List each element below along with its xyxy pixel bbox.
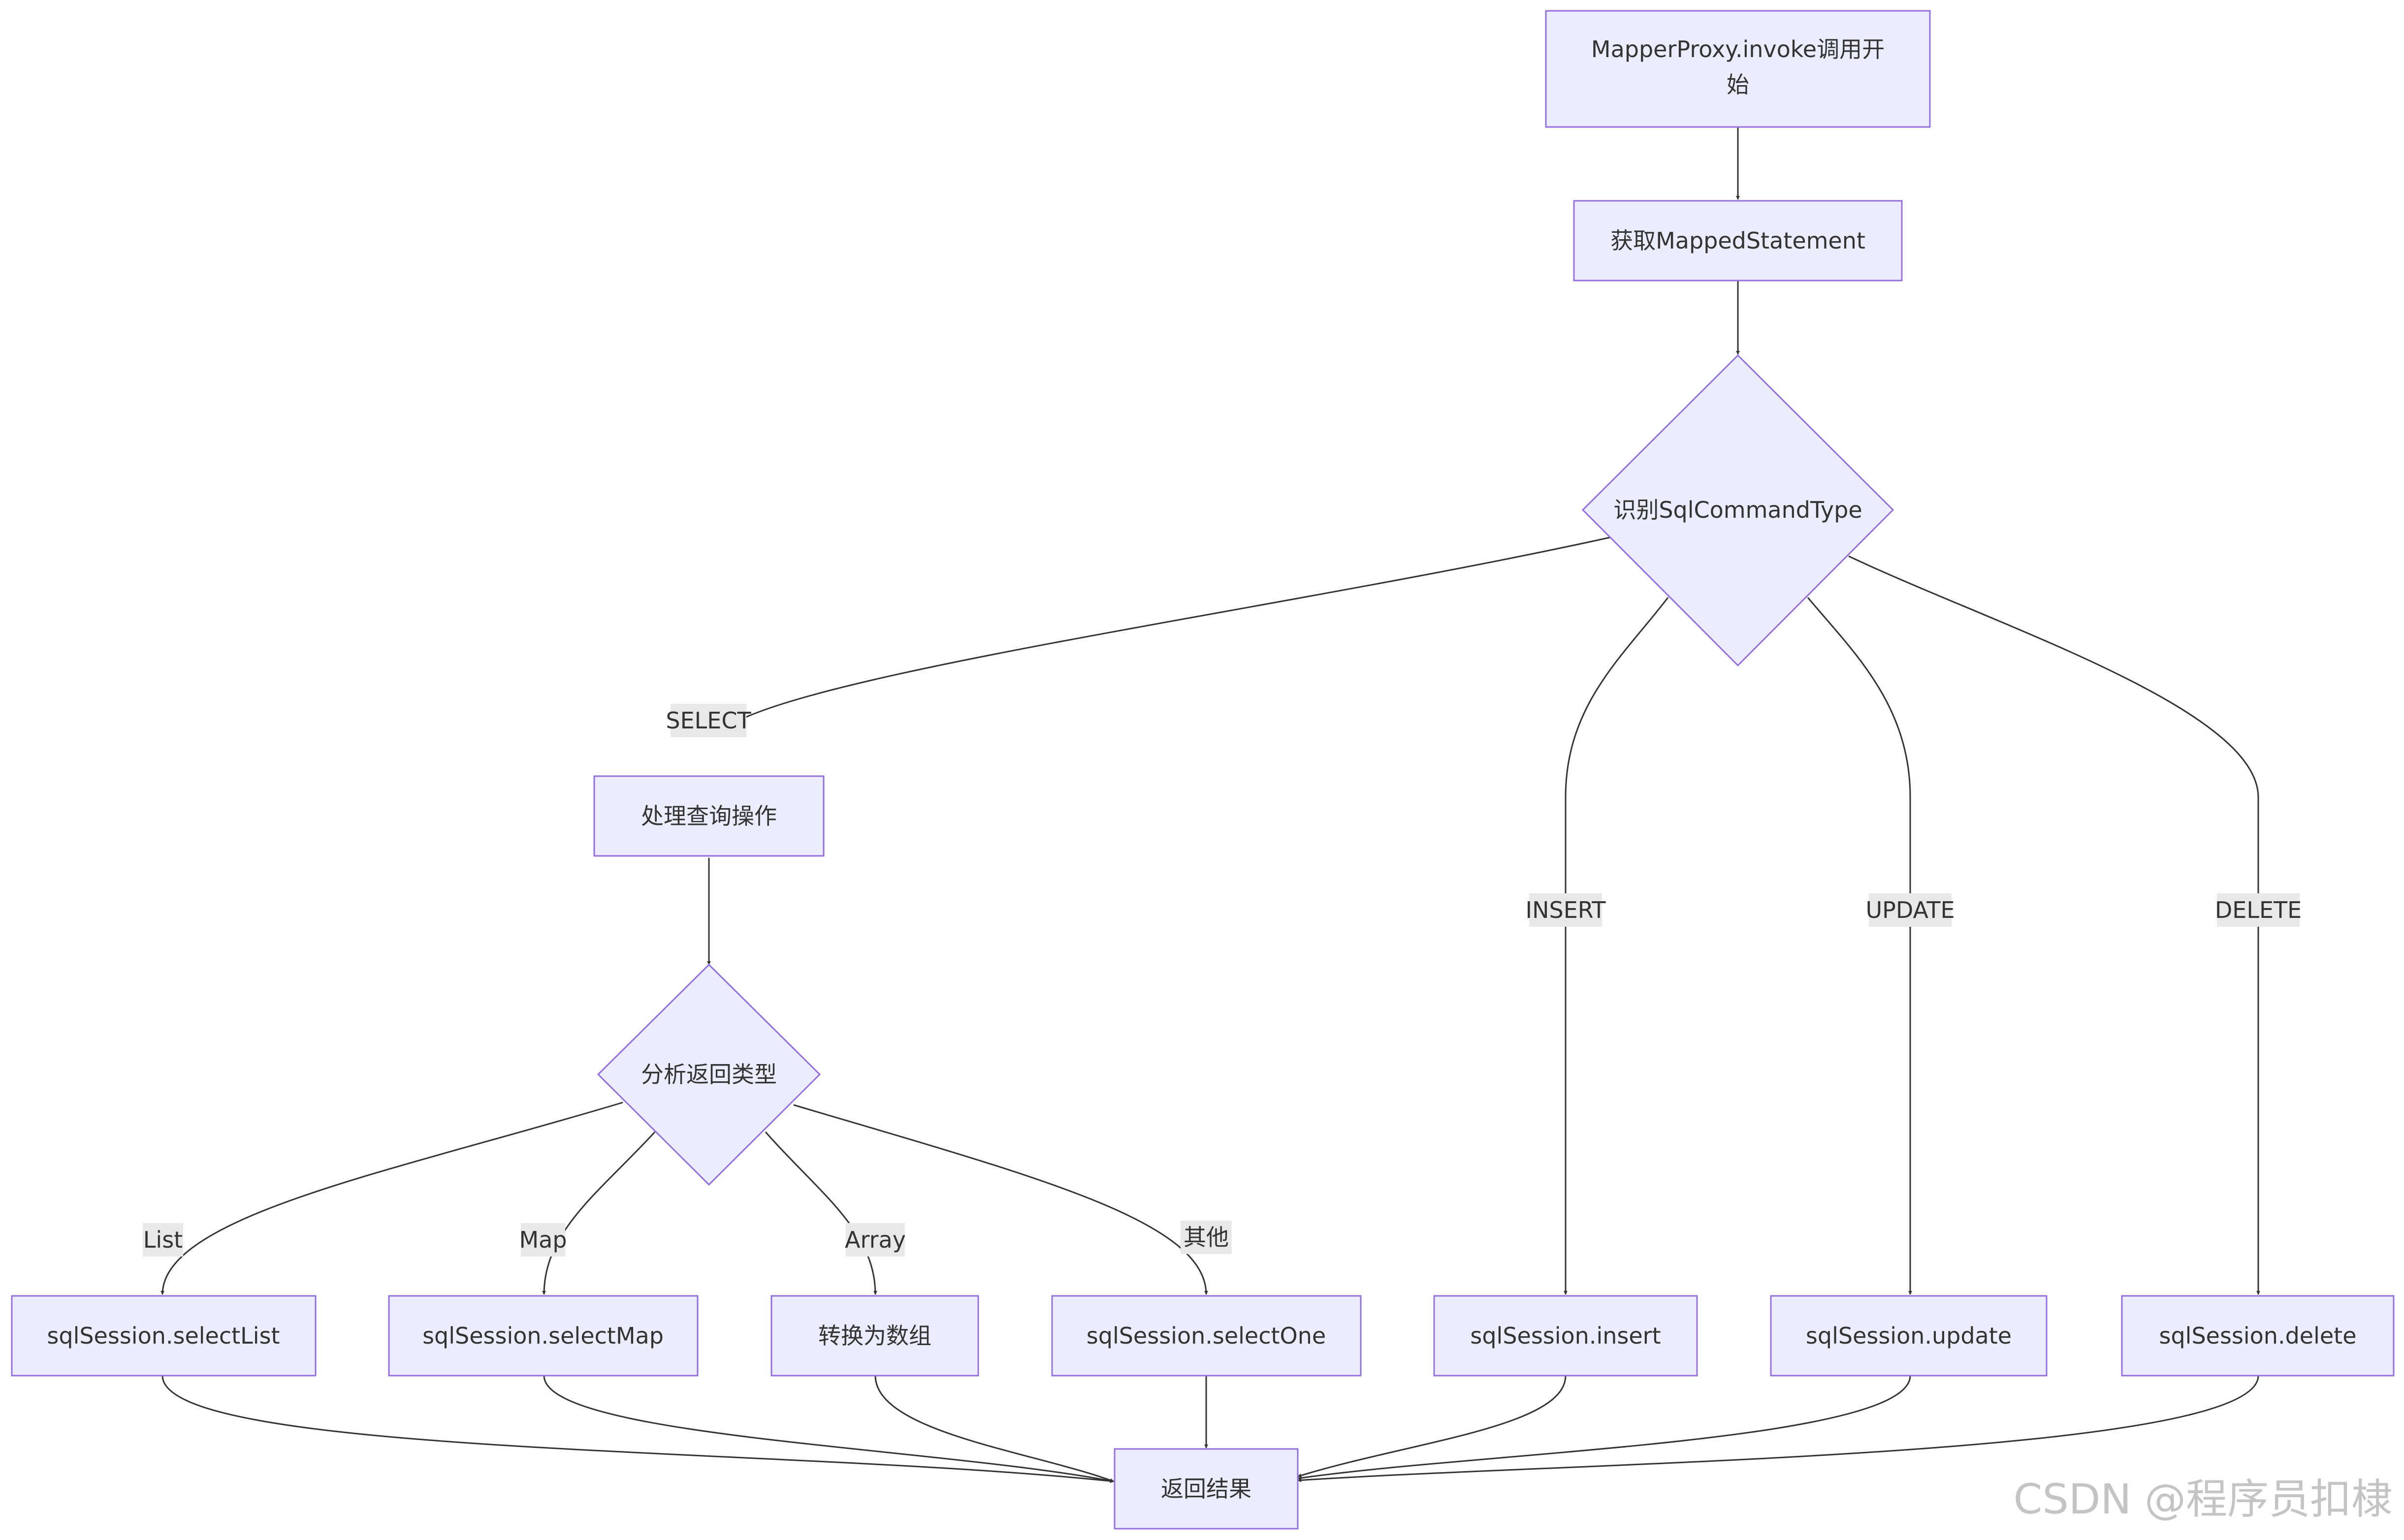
nodes: MapperProxy.invoke调用开 始 获取MappedStatemen…: [11, 10, 2395, 1530]
edge-label-other-text: 其他: [1184, 1224, 1229, 1251]
edge-select-map-to-return: [543, 1375, 1114, 1483]
node-get-ms-label: 获取MappedStatement: [1610, 227, 1865, 254]
node-insert[interactable]: sqlSession.insert: [1433, 1295, 1698, 1377]
edge-analyze-to-select-list: [160, 1101, 623, 1295]
node-select-list-label: sqlSession.selectList: [47, 1322, 280, 1349]
edge-delete-to-return: [1297, 1375, 2259, 1482]
node-insert-box: [1433, 1295, 1698, 1377]
node-start[interactable]: MapperProxy.invoke调用开 始: [1545, 10, 1931, 128]
edge-label-bg: [2217, 893, 2300, 927]
node-array-label: 转换为数组: [818, 1322, 931, 1349]
edge-label-bg: [521, 1223, 565, 1257]
edge-label-bg: [1869, 893, 1952, 927]
edge-identify-to-delete: [1848, 555, 2260, 1295]
edge-label-array: Array: [845, 1223, 906, 1257]
edge-identify-to-insert: [1564, 597, 1669, 1295]
edge-label-map-text: Map: [519, 1226, 567, 1253]
node-convert-to-array[interactable]: 转换为数组: [770, 1295, 979, 1377]
node-handle-query-label: 处理查询操作: [641, 803, 777, 829]
edge-label-select: SELECT: [666, 704, 751, 737]
edge-label-bg: [1181, 1221, 1232, 1254]
node-analyze-return-diamond: [597, 963, 821, 1186]
node-select-one[interactable]: sqlSession.selectOne: [1051, 1295, 1362, 1377]
node-identify-type-diamond: [1581, 354, 1894, 667]
edge-labels: SELECT INSERT UPDATE DELETE List Map Arr…: [143, 704, 2302, 1257]
edge-update-to-return: [1297, 1375, 1911, 1480]
edge-label-map: Map: [519, 1223, 567, 1257]
node-delete[interactable]: sqlSession.delete: [2121, 1295, 2395, 1377]
edge-label-list: List: [143, 1223, 183, 1257]
node-return-result-label: 返回结果: [1161, 1476, 1251, 1502]
edge-label-array-text: Array: [845, 1226, 906, 1253]
node-identify-sql-command-type[interactable]: 识别SqlCommandType: [1581, 354, 1894, 667]
node-start-label-line2: 始: [1727, 71, 1749, 98]
node-handle-query-box: [593, 775, 825, 857]
node-handle-query[interactable]: 处理查询操作: [593, 775, 825, 857]
node-select-map[interactable]: sqlSession.selectMap: [388, 1295, 699, 1377]
node-update[interactable]: sqlSession.update: [1770, 1295, 2048, 1377]
edge-label-delete-text: DELETE: [2215, 897, 2302, 923]
edge-analyze-to-select-one: [793, 1104, 1208, 1295]
node-select-map-box: [388, 1295, 699, 1377]
edge-label-update: UPDATE: [1865, 893, 1955, 927]
edge-label-select-text: SELECT: [666, 707, 751, 734]
node-return-result[interactable]: 返回结果: [1114, 1448, 1299, 1530]
edge-label-bg: [143, 1223, 183, 1257]
edge-identify-to-handle-query: [718, 536, 1610, 733]
edge-label-bg: [1529, 893, 1602, 927]
edge-array-to-return: [874, 1375, 1114, 1482]
node-start-box: [1545, 10, 1931, 128]
node-return-result-box: [1114, 1448, 1299, 1530]
node-select-map-label: sqlSession.selectMap: [422, 1322, 664, 1349]
edge-label-other: 其他: [1181, 1221, 1232, 1254]
edge-label-bg: [846, 1223, 905, 1257]
edge-label-insert-text: INSERT: [1526, 897, 1606, 923]
node-get-ms-box: [1573, 200, 1903, 282]
node-start-label-line1: MapperProxy.invoke调用开: [1591, 36, 1885, 63]
edge-label-update-text: UPDATE: [1865, 897, 1955, 923]
edge-label-insert: INSERT: [1526, 893, 1606, 927]
node-update-box: [1770, 1295, 2048, 1377]
node-delete-box: [2121, 1295, 2395, 1377]
edge-select-list-to-return: [161, 1375, 1114, 1483]
edges: [160, 127, 2260, 1483]
edge-insert-to-return: [1297, 1375, 1567, 1477]
node-analyze-return-type[interactable]: 分析返回类型: [597, 963, 821, 1186]
node-identify-type-label: 识别SqlCommandType: [1613, 497, 1862, 523]
node-select-one-box: [1051, 1295, 1362, 1377]
watermark: CSDN @程序员扣棣: [2014, 1475, 2393, 1523]
edge-label-delete: DELETE: [2215, 893, 2302, 927]
node-insert-label: sqlSession.insert: [1470, 1322, 1661, 1349]
edge-label-bg: [671, 704, 746, 737]
node-select-list[interactable]: sqlSession.selectList: [11, 1295, 317, 1377]
node-delete-label: sqlSession.delete: [2159, 1322, 2357, 1349]
edge-identify-to-update: [1807, 597, 1912, 1295]
node-update-label: sqlSession.update: [1806, 1322, 2012, 1349]
node-array-box: [770, 1295, 979, 1377]
node-analyze-return-label: 分析返回类型: [641, 1061, 777, 1088]
edge-label-list-text: List: [143, 1226, 183, 1253]
edge-analyze-to-array: [765, 1131, 877, 1295]
edge-analyze-to-select-map: [542, 1131, 656, 1295]
node-get-mapped-statement[interactable]: 获取MappedStatement: [1573, 200, 1903, 282]
node-select-list-box: [11, 1295, 317, 1377]
node-select-one-label: sqlSession.selectOne: [1087, 1322, 1326, 1349]
